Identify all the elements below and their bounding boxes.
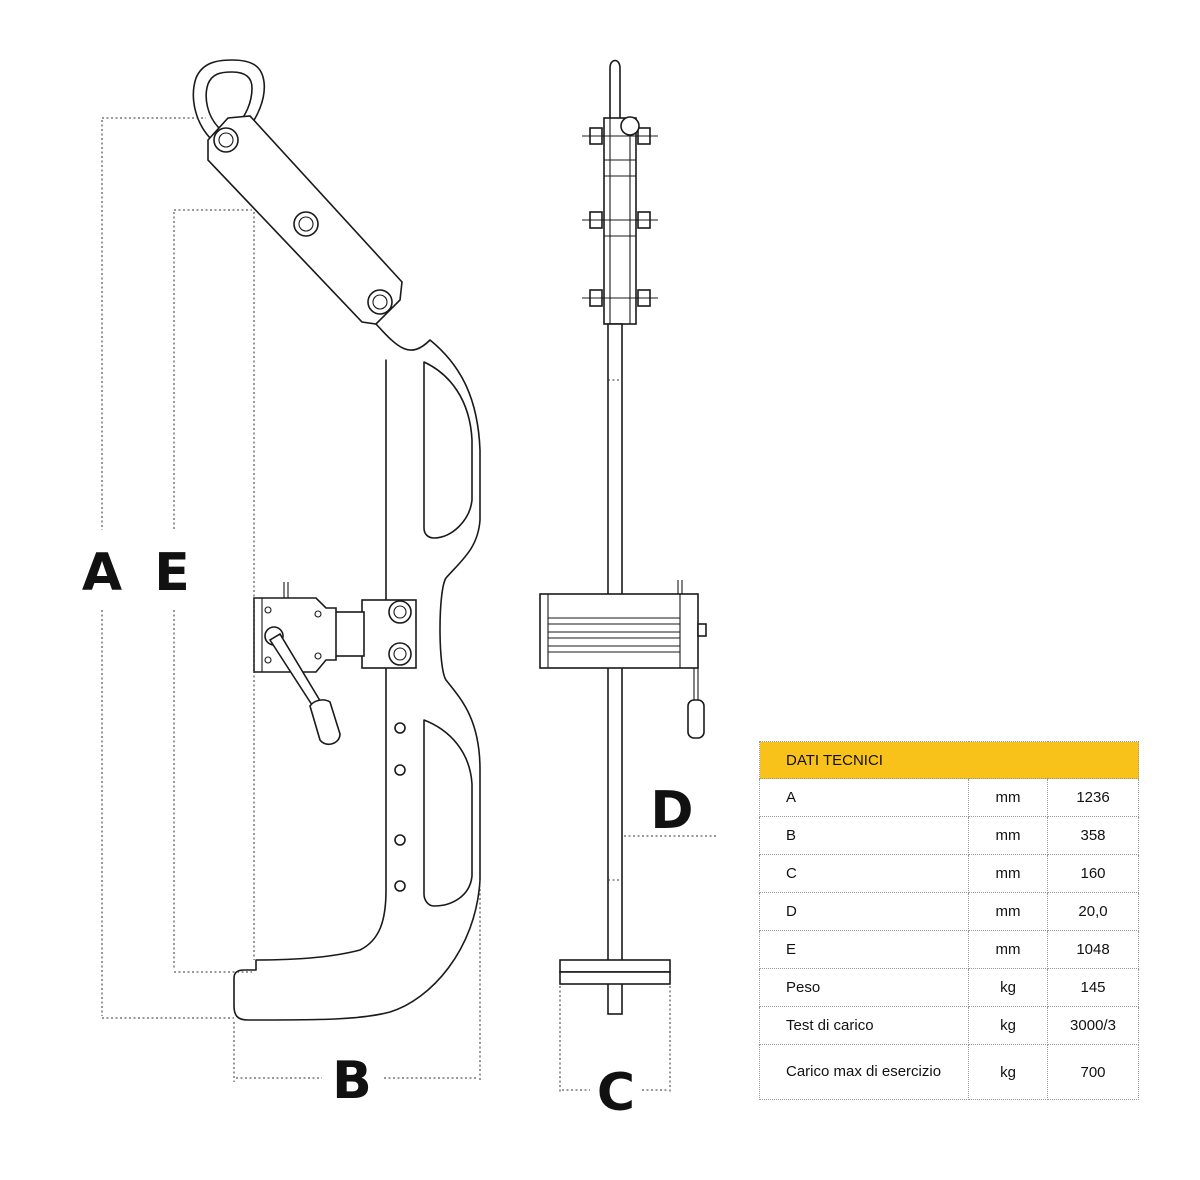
row-name: E [759, 930, 969, 969]
table-header-row: DATI TECNICI [759, 741, 1139, 779]
row-unit: mm [968, 816, 1048, 855]
dimension-label-a: A [82, 543, 122, 603]
bolt-icon [582, 211, 658, 229]
bolt-icon [213, 127, 239, 153]
table-row: B mm 358 [759, 816, 1139, 855]
table-row: E mm 1048 [759, 930, 1139, 969]
row-unit: mm [968, 778, 1048, 817]
row-name: B [759, 816, 969, 855]
row-value: 700 [1047, 1044, 1139, 1100]
bolt-icon [582, 289, 658, 307]
row-value: 20,0 [1047, 892, 1139, 931]
row-name: Carico max di esercizio [759, 1044, 969, 1100]
dimension-label-d: D [650, 781, 693, 841]
bolt-icon [388, 642, 412, 666]
row-unit: kg [968, 968, 1048, 1007]
row-value: 3000/3 [1047, 1006, 1139, 1045]
dimension-a: A [82, 117, 234, 1019]
table-row: A mm 1236 [759, 778, 1139, 817]
crank-handle-icon [687, 668, 705, 739]
row-value: 160 [1047, 854, 1139, 893]
clamp-front-view [539, 59, 707, 1015]
row-name: Peso [759, 968, 969, 1007]
clamp-side-view [192, 59, 481, 1021]
row-name: Test di carico [759, 1006, 969, 1045]
dimension-label-b: B [332, 1051, 372, 1111]
row-value: 145 [1047, 968, 1139, 1007]
technical-data-table: DATI TECNICI A mm 1236 B mm 358 C mm 160… [759, 741, 1139, 1100]
dimension-label-e: E [154, 543, 190, 603]
dimension-c: C [559, 986, 671, 1123]
row-name: D [759, 892, 969, 931]
row-unit: kg [968, 1006, 1048, 1045]
table-row: C mm 160 [759, 854, 1139, 893]
row-unit: mm [968, 930, 1048, 969]
table-row: D mm 20,0 [759, 892, 1139, 931]
bolt-icon [293, 211, 319, 237]
row-name: C [759, 854, 969, 893]
bolt-icon [367, 289, 393, 315]
table-row: Test di carico kg 3000/3 [759, 1006, 1139, 1045]
table-row: Carico max di esercizio kg 700 [759, 1044, 1139, 1100]
dimension-label-c: C [597, 1063, 635, 1123]
table-title: DATI TECNICI [759, 741, 1139, 779]
bolt-icon [582, 127, 658, 145]
crank-handle-icon [264, 626, 341, 746]
row-unit: mm [968, 892, 1048, 931]
row-name: A [759, 778, 969, 817]
row-value: 358 [1047, 816, 1139, 855]
row-unit: kg [968, 1044, 1048, 1100]
row-unit: mm [968, 854, 1048, 893]
bolt-icon [388, 600, 412, 624]
dimension-d: D [624, 781, 716, 841]
row-value: 1236 [1047, 778, 1139, 817]
table-row: Peso kg 145 [759, 968, 1139, 1007]
dimension-b: B [233, 880, 481, 1111]
dimension-e: E [154, 209, 255, 973]
row-value: 1048 [1047, 930, 1139, 969]
